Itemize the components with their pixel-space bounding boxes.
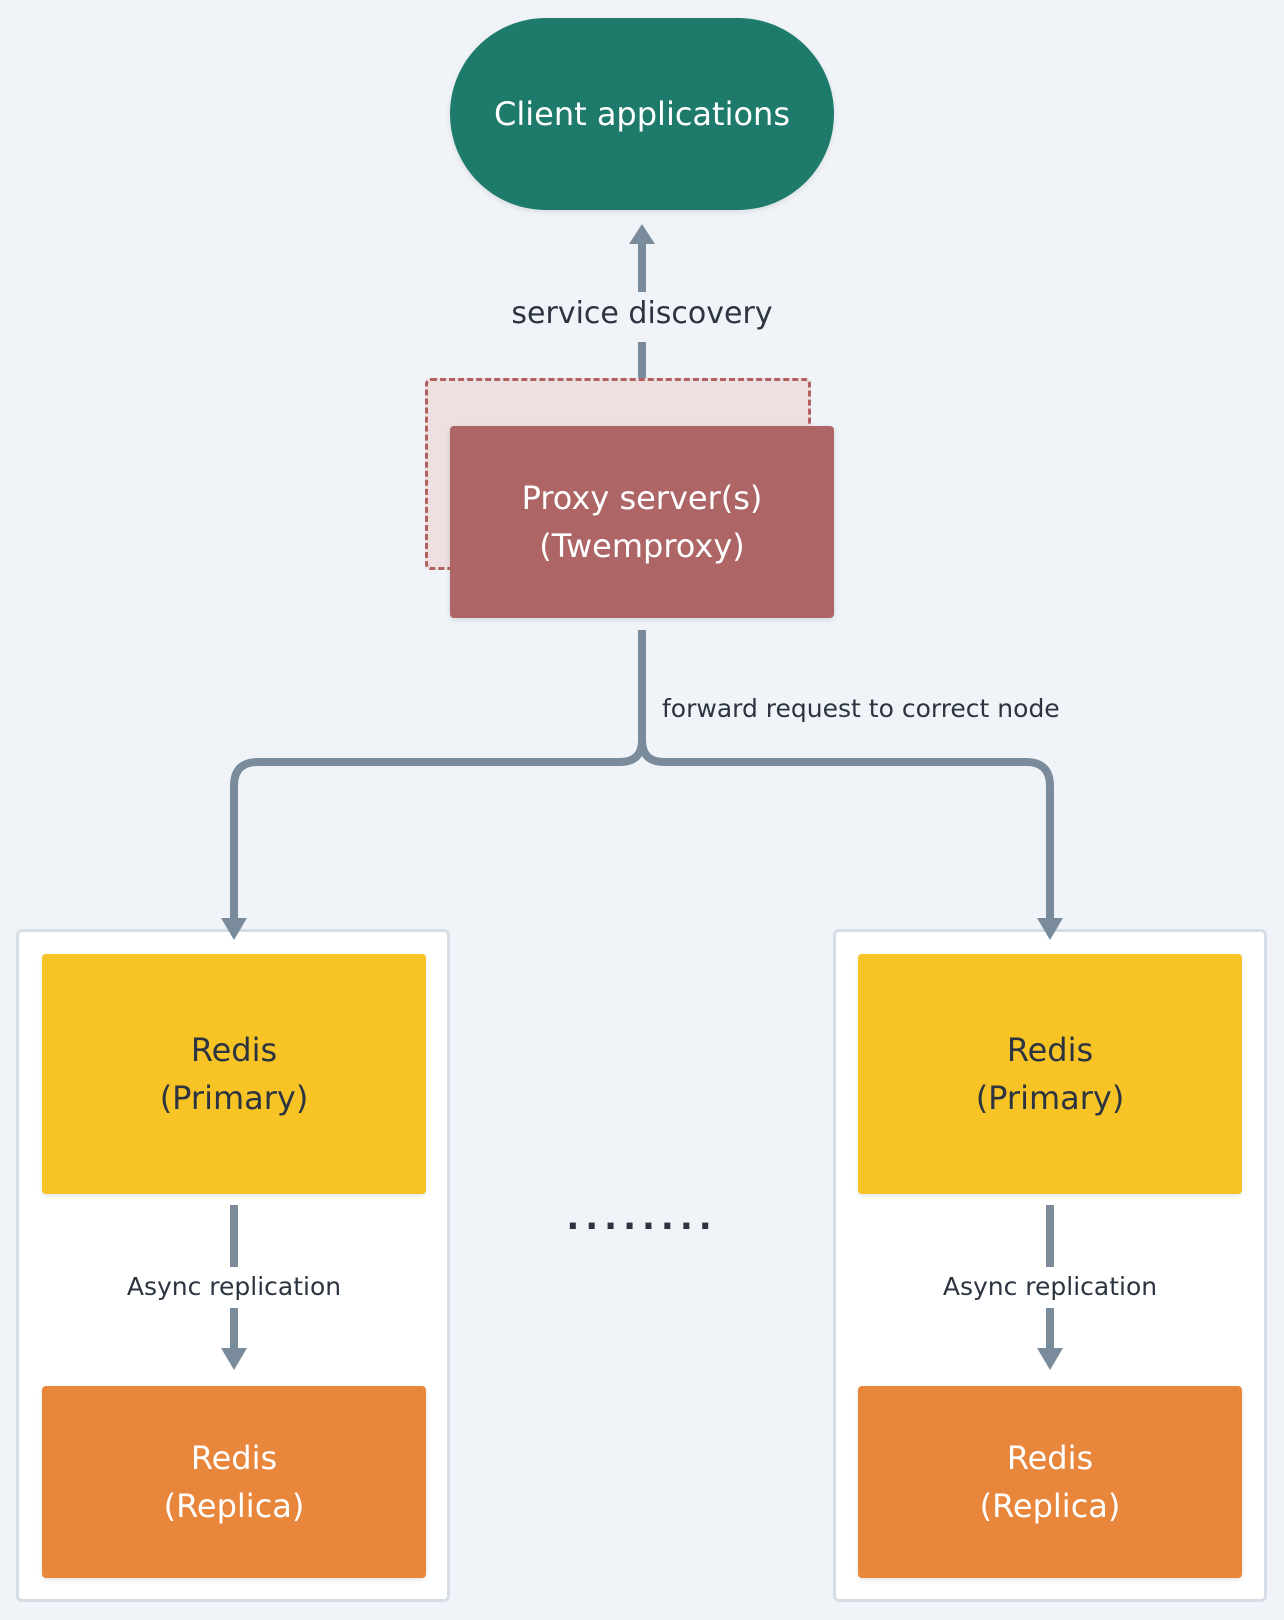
- arrowhead-to-client: [629, 224, 655, 244]
- forward-request-label: forward request to correct node: [662, 694, 1060, 723]
- redis-replica-left-title: Redis: [190, 1439, 278, 1477]
- arrowhead-to-cluster-right: [1037, 918, 1063, 940]
- redis-primary-right-title: Redis: [1006, 1031, 1094, 1069]
- service-discovery-label: service discovery: [440, 296, 844, 331]
- redis-primary-right: Redis (Primary): [858, 954, 1242, 1194]
- more-clusters-ellipsis: ........: [566, 1198, 718, 1238]
- arrowhead-to-replica-right: [1037, 1348, 1063, 1370]
- redis-replica-right: Redis (Replica): [858, 1386, 1242, 1578]
- redis-primary-left-subtitle: (Primary): [159, 1079, 309, 1117]
- proxy-server-title: Proxy server(s): [521, 479, 763, 517]
- client-applications-node: Client applications: [450, 18, 834, 210]
- redis-replica-right-subtitle: (Replica): [979, 1487, 1121, 1525]
- proxy-server-subtitle: (Twemproxy): [539, 527, 745, 565]
- redis-primary-left: Redis (Primary): [42, 954, 426, 1194]
- client-applications-label: Client applications: [494, 95, 790, 133]
- proxy-server-node: Proxy server(s) (Twemproxy): [450, 426, 834, 618]
- async-replication-label-left: Async replication: [42, 1272, 426, 1301]
- redis-replica-right-title: Redis: [1006, 1439, 1094, 1477]
- arrowhead-to-cluster-left: [221, 918, 247, 940]
- connector-forward-right: [638, 739, 1054, 922]
- redis-replica-left: Redis (Replica): [42, 1386, 426, 1578]
- arrowhead-to-replica-left: [221, 1348, 247, 1370]
- connector-forward-left: [230, 630, 646, 922]
- redis-primary-right-subtitle: (Primary): [975, 1079, 1125, 1117]
- redis-replica-left-subtitle: (Replica): [163, 1487, 305, 1525]
- async-replication-label-right: Async replication: [858, 1272, 1242, 1301]
- redis-primary-left-title: Redis: [190, 1031, 278, 1069]
